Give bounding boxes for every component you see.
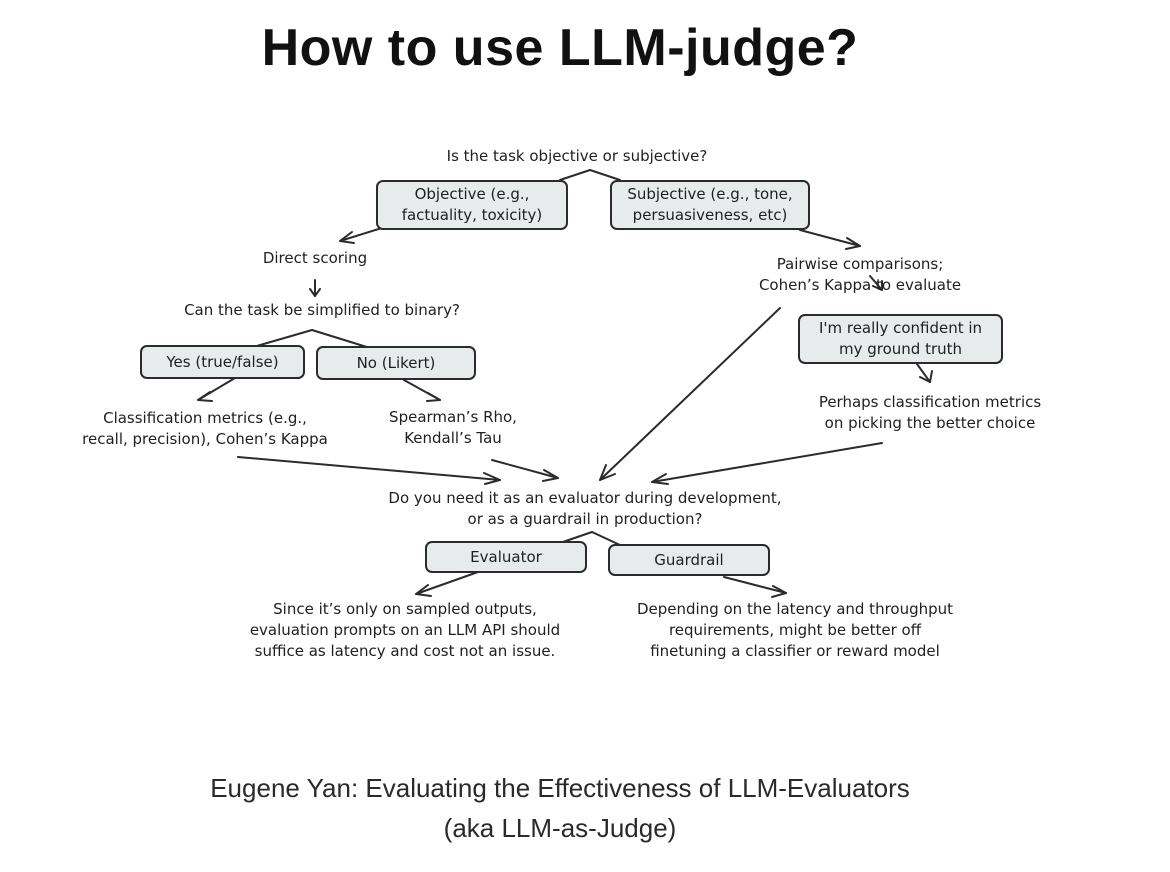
box-no: No (Likert)	[316, 346, 476, 380]
box-confident-line-1: I'm really confident in	[818, 319, 983, 337]
arrow-spearman-to-usage	[491, 459, 559, 479]
question-binary-text: Can the task be simplified to binary?	[184, 301, 460, 319]
box-evaluator-text: Evaluator	[470, 547, 542, 566]
box-subjective-line-2: persuasiveness, etc)	[632, 206, 788, 224]
box-guardrail: Guardrail	[608, 544, 770, 576]
arrow-classification-to-usage	[237, 456, 501, 481]
arrowhead-yes	[197, 391, 213, 402]
box-objective-line-2: factuality, toxicity)	[401, 206, 543, 224]
fork-usage-to-guardrail	[591, 531, 621, 546]
arrowhead-direct	[309, 288, 321, 297]
label-perhaps-line-2: on picking the better choice	[824, 414, 1036, 432]
label-pairwise: Pairwise comparisons; Cohen’s Kappa to e…	[725, 254, 995, 296]
label-spearman-line-1: Spearman’s Rho,	[389, 408, 517, 426]
arrowhead-confident	[919, 370, 933, 383]
box-subjective-line-1: Subjective (e.g., tone,	[627, 185, 793, 203]
question-task-type-text: Is the task objective or subjective?	[446, 147, 708, 165]
label-perhaps-line-1: Perhaps classification metrics	[818, 393, 1042, 411]
arrow-pairwise-to-usage	[599, 307, 781, 481]
label-classification-line-1: Classification metrics (e.g.,	[103, 409, 307, 427]
box-objective: Objective (e.g., factuality, toxicity)	[376, 180, 568, 230]
arrow-evaluator-to-note	[415, 571, 479, 595]
question-binary: Can the task be simplified to binary?	[142, 300, 502, 321]
fork-binary-to-no	[311, 329, 371, 349]
box-confident: I'm really confident in my ground truth	[798, 314, 1003, 364]
question-usage-line-1: Do you need it as an evaluator during de…	[388, 489, 782, 507]
question-task-type: Is the task objective or subjective?	[377, 146, 777, 167]
arrowhead-pairwise	[872, 280, 883, 291]
label-direct-scoring: Direct scoring	[215, 248, 415, 269]
arrow-objective-to-direct	[339, 227, 383, 242]
arrowhead-classification	[483, 472, 501, 485]
box-subjective: Subjective (e.g., tone, persuasiveness, …	[610, 180, 810, 230]
label-guardrail-note: Depending on the latency and throughput …	[605, 599, 985, 662]
box-objective-line-1: Objective (e.g.,	[414, 185, 530, 203]
arrowhead-spearman	[542, 469, 559, 482]
page-title: How to use LLM-judge?	[261, 19, 859, 77]
label-classification-metrics: Classification metrics (e.g., recall, pr…	[55, 408, 355, 450]
arrowhead-objective	[339, 231, 355, 244]
box-evaluator: Evaluator	[425, 541, 587, 573]
arrow-pairwise-to-confident	[869, 275, 883, 291]
question-usage: Do you need it as an evaluator during de…	[345, 488, 825, 530]
question-usage-line-2: or as a guardrail in production?	[467, 510, 703, 528]
label-pairwise-line-1: Pairwise comparisons;	[776, 255, 944, 273]
arrow-perhaps-to-usage	[651, 442, 883, 483]
fork-task-to-subjective	[589, 169, 621, 181]
label-evaluator-note-line-3: suffice as latency and cost not an issue…	[254, 642, 556, 660]
label-guardrail-note-line-1: Depending on the latency and throughput	[636, 600, 954, 618]
label-direct-scoring-text: Direct scoring	[262, 249, 368, 267]
box-yes-text: Yes (true/false)	[166, 352, 279, 371]
label-guardrail-note-line-3: finetuning a classifier or reward model	[650, 642, 940, 660]
arrow-subjective-to-pairwise	[799, 229, 861, 247]
label-pairwise-line-2: Cohen’s Kappa to evaluate	[758, 276, 962, 294]
arrowhead-evaluator	[415, 584, 432, 597]
label-spearman-line-2: Kendall’s Tau	[404, 429, 502, 447]
arrowhead-perhaps	[651, 473, 669, 485]
arrow-guardrail-to-note	[723, 576, 787, 594]
arrow-confident-to-perhaps	[916, 363, 931, 383]
fork-task-to-objective	[559, 169, 591, 181]
label-guardrail-note-line-2: requirements, might be better off	[668, 621, 922, 639]
box-guardrail-text: Guardrail	[654, 550, 724, 569]
box-yes: Yes (true/false)	[140, 345, 305, 379]
arrowhead-guardrail	[771, 585, 787, 598]
label-evaluator-note-line-1: Since it’s only on sampled outputs,	[273, 600, 537, 618]
label-evaluator-note-line-2: evaluation prompts on an LLM API should	[249, 621, 561, 639]
source-caption-line-2: (aka LLM-as-Judge)	[443, 813, 677, 843]
label-evaluator-note: Since it’s only on sampled outputs, eval…	[215, 599, 595, 662]
source-caption: Eugene Yan: Evaluating the Effectiveness…	[0, 768, 1120, 848]
arrowhead-no	[426, 392, 441, 402]
box-confident-line-2: my ground truth	[838, 340, 963, 358]
box-no-text: No (Likert)	[356, 353, 436, 372]
arrowhead-subjective	[845, 237, 861, 250]
arrowhead-pairwise-long	[599, 464, 616, 481]
label-perhaps: Perhaps classification metrics on pickin…	[795, 392, 1065, 434]
label-classification-line-2: recall, precision), Cohen’s Kappa	[82, 430, 328, 448]
source-caption-line-1: Eugene Yan: Evaluating the Effectiveness…	[210, 773, 910, 803]
label-spearman: Spearman’s Rho, Kendall’s Tau	[368, 407, 538, 449]
